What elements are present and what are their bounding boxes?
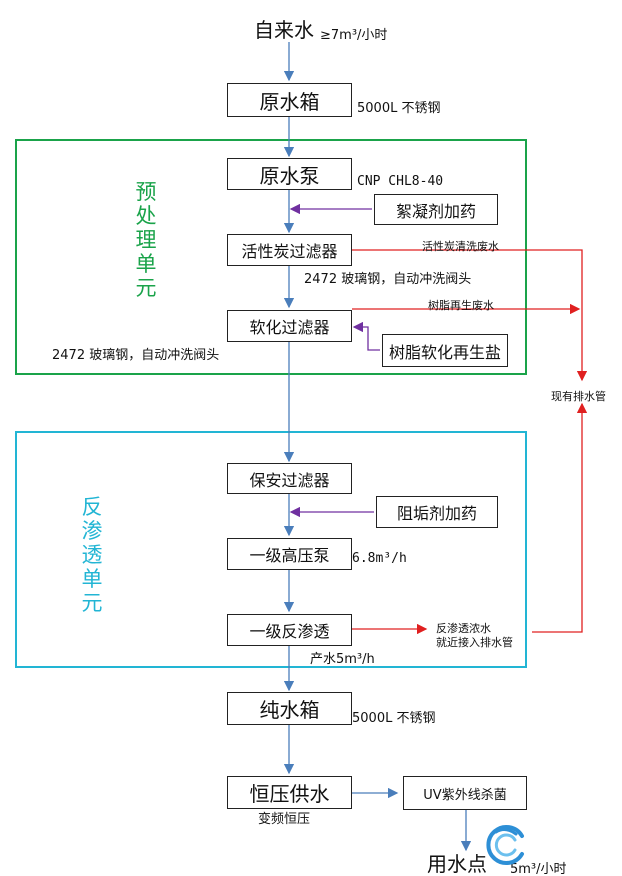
const-supply-note: 变频恒压 [258, 812, 311, 827]
main-flow-arrows [283, 42, 472, 852]
carbon-filter-note: 2472 玻璃钢，自动冲洗阀头 [304, 272, 472, 287]
raw-tank-box: 原水箱 [227, 83, 352, 117]
carbon-wash-label: 活性炭清洗废水 [422, 240, 499, 253]
existing-drain-label: 现有排水管 [551, 390, 606, 403]
softener-note: 2472 玻璃钢，自动冲洗阀头 [52, 348, 220, 363]
ro-concentrate-label-2: 就近接入排水管 [436, 636, 513, 649]
hp-pump-box: 一级高压泵 [227, 538, 352, 570]
ro-note: 产水5m³/h [310, 652, 375, 667]
raw-pump-box: 原水泵 [227, 158, 352, 190]
const-supply-box: 恒压供水 [227, 776, 352, 809]
flocculant-box: 絮凝剂加药 [374, 194, 498, 225]
raw-pump-note: CNP CHL8-40 [357, 174, 444, 189]
pure-tank-note: 5000L 不锈钢 [352, 711, 436, 726]
watermark-logo-icon [486, 825, 524, 865]
uv-box: UV紫外线杀菌 [403, 776, 527, 810]
pretreatment-title: 预处理单元 [135, 180, 157, 300]
security-filter-box: 保安过滤器 [227, 463, 352, 494]
ro-concentrate-label-1: 反渗透浓水 [436, 622, 491, 635]
dosing-arrows [289, 203, 380, 518]
use-point-label: 用水点 [427, 852, 487, 876]
hp-pump-note: 6.8m³/h [352, 551, 407, 566]
use-point-note: 5m³/小时 [510, 862, 567, 876]
drain-arrows [352, 249, 588, 635]
raw-tank-note: 5000L 不锈钢 [357, 101, 441, 116]
carbon-filter-box: 活性炭过滤器 [227, 234, 352, 266]
ro-box: 一级反渗透 [227, 614, 352, 646]
ro-frame [15, 431, 527, 668]
antiscalant-box: 阻垢剂加药 [376, 496, 498, 528]
source-flow: ≥7m³/小时 [320, 28, 388, 43]
resin-regen-label: 树脂再生废水 [428, 299, 494, 312]
softener-box: 软化过滤器 [227, 310, 352, 342]
pretreatment-frame [15, 139, 527, 375]
pure-tank-box: 纯水箱 [227, 692, 352, 725]
source-label: 自来水 [254, 18, 314, 42]
resin-salt-box: 树脂软化再生盐 [382, 334, 508, 367]
ro-title: 反渗透单元 [81, 495, 103, 615]
